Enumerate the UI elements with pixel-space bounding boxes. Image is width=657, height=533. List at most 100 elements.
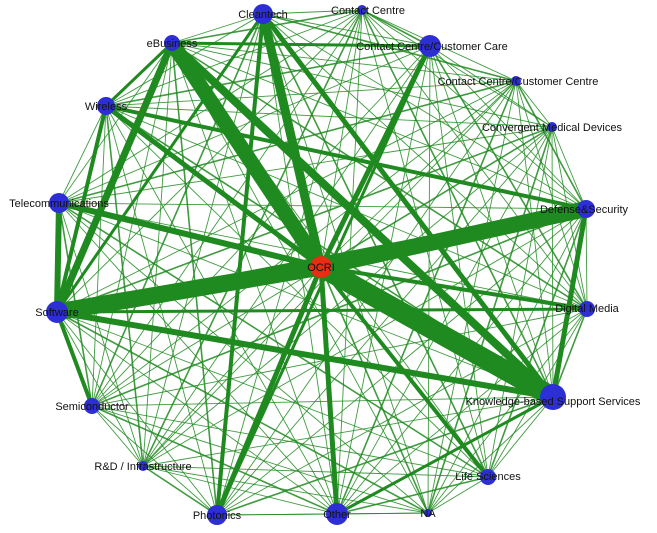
edge-defense-security-digital-media — [585, 208, 588, 310]
edge-software-digital-media — [55, 307, 589, 314]
edge-other-semiconductor — [91, 405, 338, 515]
edge-other-rd-infrastructure — [142, 465, 338, 515]
node-label-digital-media: Digital Media — [555, 303, 619, 315]
node-label-na: NA — [420, 508, 436, 520]
edge-defense-security-telecommunications — [58, 202, 587, 210]
node-software[interactable] — [46, 301, 68, 323]
edge-cleantech-contact-centre-care — [262, 13, 431, 47]
edge-ocri-other — [318, 264, 340, 517]
edge-convergent-medical-defense-security — [551, 126, 587, 210]
edge-contact-centre-photonics — [216, 9, 363, 516]
edge-contact-centre-centre-ebusiness — [171, 42, 517, 82]
edge-defense-security-ebusiness — [171, 42, 587, 210]
node-label-life-sciences: Life Sciences — [455, 471, 521, 483]
node-telecommunications[interactable] — [49, 193, 69, 213]
edge-other-telecommunications — [58, 202, 338, 515]
edge-defense-security-semiconductor — [91, 208, 587, 407]
node-label-semiconductor: Semiconductor — [55, 401, 129, 413]
edge-rd-infrastructure-ebusiness — [142, 42, 173, 467]
edge-convergent-medical-software — [56, 126, 553, 313]
node-rd-infrastructure[interactable] — [138, 461, 148, 471]
node-wireless[interactable] — [97, 97, 115, 115]
node-semiconductor[interactable] — [84, 398, 100, 414]
edge-life-sciences-wireless — [105, 105, 489, 478]
edge-ocri-cleantech — [258, 9, 326, 272]
node-convergent-medical[interactable] — [547, 122, 557, 132]
node-label-wireless: Wireless — [85, 101, 128, 113]
edge-contact-centre-centre-defense-security — [515, 80, 587, 210]
node-contact-centre-centre[interactable] — [511, 76, 521, 86]
edge-convergent-medical-rd-infrastructure — [142, 126, 553, 467]
node-life-sciences[interactable] — [480, 469, 496, 485]
edge-convergent-medical-life-sciences — [487, 126, 553, 478]
edge-contact-centre-care-convergent-medical — [429, 45, 553, 128]
edge-cleantech-ebusiness — [171, 13, 264, 44]
edge-contact-centre-centre-na — [427, 80, 517, 514]
edge-cleantech-life-sciences — [262, 13, 489, 478]
edge-contact-centre-centre-software — [56, 80, 517, 313]
node-contact-centre[interactable] — [357, 5, 367, 15]
edge-contact-centre-convergent-medical — [361, 9, 553, 128]
edge-cleantech-knowledge-support — [260, 11, 556, 400]
node-label-contact-centre-care: Contact Centre/Customer Care — [356, 41, 508, 53]
edge-photonics-contact-centre-care — [215, 44, 432, 517]
edge-knowledge-support-na — [427, 396, 554, 514]
edge-life-sciences-other — [336, 476, 489, 515]
edge-digital-media-knowledge-support — [552, 308, 588, 398]
edge-digital-media-other — [336, 308, 588, 515]
edge-defense-security-life-sciences — [487, 208, 587, 478]
edge-telecommunications-software — [54, 200, 62, 315]
edge-semiconductor-wireless — [91, 105, 107, 407]
edge-ocri-ebusiness — [164, 35, 329, 275]
edge-ocri-contact-centre — [320, 9, 363, 268]
edge-wireless-software — [55, 104, 108, 314]
edge-knowledge-support-photonics — [216, 396, 554, 516]
node-knowledge-support[interactable] — [540, 384, 566, 410]
edge-life-sciences-rd-infrastructure — [142, 465, 489, 478]
edge-knowledge-support-semiconductor — [91, 396, 554, 407]
node-ocri[interactable] — [310, 256, 332, 278]
edge-contact-centre-digital-media — [361, 9, 588, 310]
node-label-photonics: Photonics — [193, 510, 242, 522]
edge-cleantech-defense-security — [262, 13, 587, 210]
node-label-knowledge-support: Knowledge-based Support Services — [466, 396, 641, 408]
edge-digital-media-photonics — [216, 308, 588, 516]
edge-cleantech-contact-centre-centre — [262, 13, 517, 82]
edge-contact-centre-centre-other — [336, 80, 517, 515]
edge-semiconductor-ebusiness — [91, 42, 173, 407]
node-defense-security[interactable] — [577, 200, 595, 218]
node-label-ebusiness: eBusiness — [147, 38, 198, 50]
node-na[interactable] — [424, 509, 432, 517]
node-digital-media[interactable] — [579, 301, 595, 317]
edge-contact-centre-care-telecommunications — [58, 45, 431, 204]
edge-cleantech-contact-centre — [262, 9, 363, 15]
edge-convergent-medical-ebusiness — [171, 42, 553, 128]
edge-contact-centre-care-life-sciences — [429, 45, 489, 478]
node-label-defense-security: Defense&Security — [540, 204, 629, 216]
edge-cleantech-software — [55, 12, 265, 314]
node-contact-centre-care[interactable] — [419, 35, 441, 57]
node-label-cleantech: Cleantech — [238, 9, 288, 21]
edge-convergent-medical-knowledge-support — [551, 126, 554, 398]
edge-rd-infrastructure-semiconductor — [91, 405, 144, 467]
edge-contact-centre-knowledge-support — [361, 9, 554, 398]
node-ebusiness[interactable] — [164, 35, 180, 51]
node-label-convergent-medical: Convergent Medical Devices — [482, 122, 623, 134]
edge-contact-centre-care-defense-security — [429, 45, 587, 210]
edge-photonics-semiconductor — [91, 405, 218, 516]
node-photonics[interactable] — [207, 505, 227, 525]
node-label-contact-centre: Contact Centre — [331, 5, 405, 17]
edge-contact-centre-centre-telecommunications — [58, 80, 517, 204]
edge-ocri-digital-media — [319, 265, 589, 311]
edge-software-semiconductor — [55, 310, 94, 408]
node-other[interactable] — [326, 503, 348, 525]
edge-convergent-medical-na — [427, 126, 553, 514]
edge-na-software — [56, 311, 429, 514]
edge-convergent-medical-wireless — [105, 105, 553, 128]
node-cleantech[interactable] — [253, 4, 273, 24]
edge-contact-centre-contact-centre-care — [361, 9, 431, 47]
edge-telecommunications-wireless — [58, 105, 107, 204]
edge-ebusiness-wireless — [104, 41, 174, 108]
node-label-other: Other — [323, 509, 351, 521]
